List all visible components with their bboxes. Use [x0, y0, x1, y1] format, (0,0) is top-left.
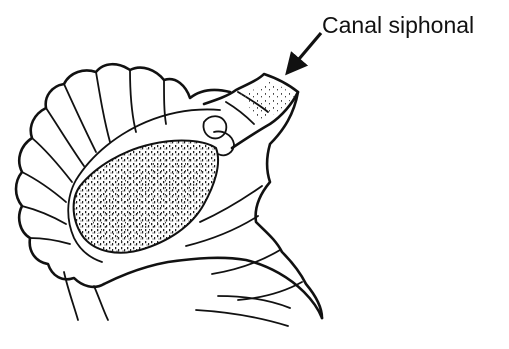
canal-siphonal-label: Canal siphonal — [322, 12, 474, 38]
annotation-arrow — [288, 33, 321, 72]
shoulder-knob — [203, 116, 226, 138]
siphonal-canal-texture — [240, 80, 294, 122]
siphonal-canal — [204, 74, 298, 148]
